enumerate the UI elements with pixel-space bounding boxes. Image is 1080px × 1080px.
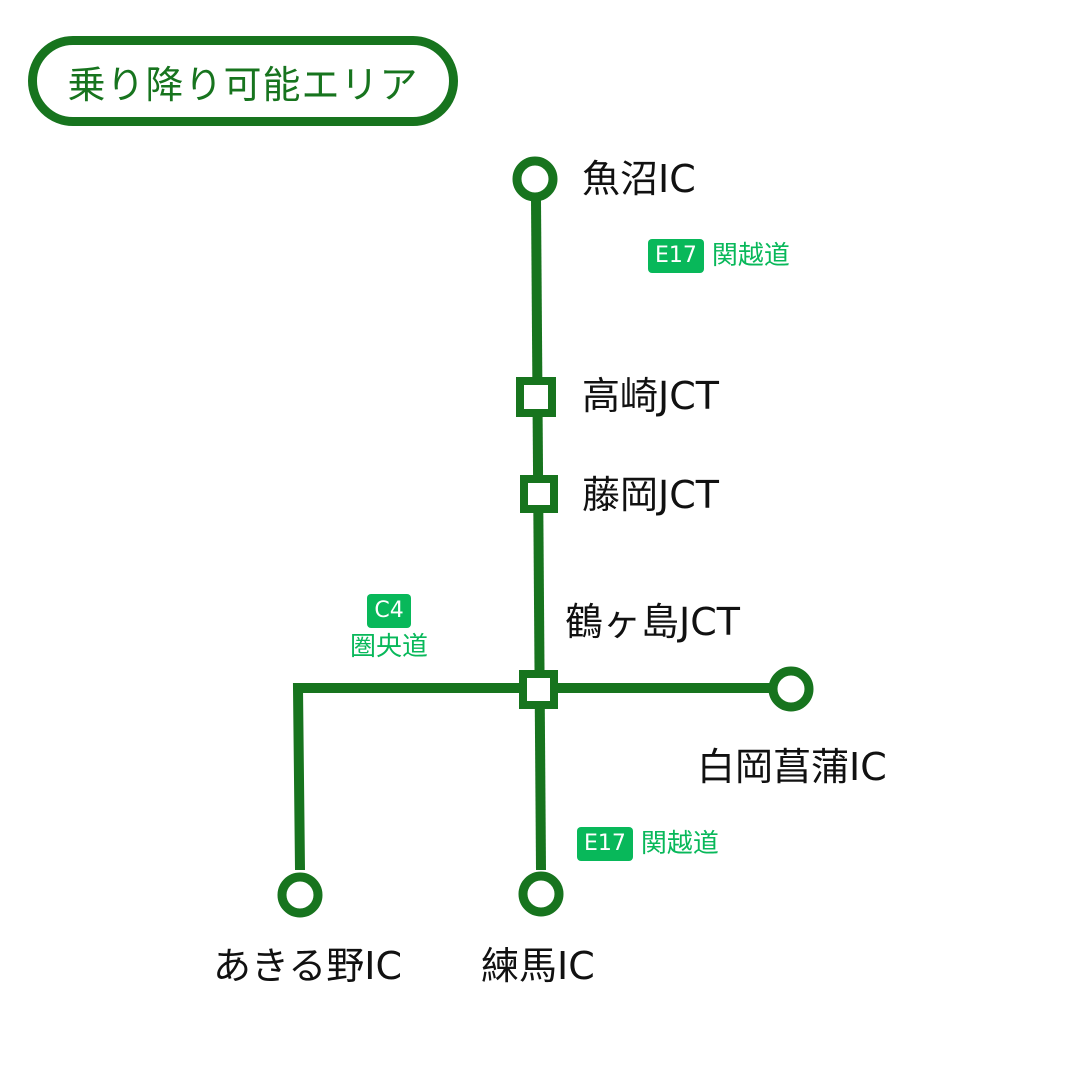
shirooka-ic-marker [768, 666, 814, 712]
fujioka-jct-marker [520, 475, 558, 513]
fujioka-jct-label: 藤岡JCT [582, 473, 719, 517]
tsurugashima-jct-marker [519, 670, 558, 709]
nerima-ic-label: 練馬IC [481, 944, 595, 988]
route-tag-kanetsu-north: E17 関越道 [648, 239, 790, 273]
shirooka-ic-label: 白岡菖蒲IC [697, 745, 887, 789]
title-pill: 乗り降り可能エリア [28, 36, 458, 126]
uonuma-ic-label: 魚沼IC [582, 157, 696, 201]
takasaki-jct-marker [516, 377, 556, 417]
route-name: 関越道 [640, 829, 719, 859]
tsurugashima-jct-label: 鶴ヶ島JCT [565, 600, 740, 644]
nerima-ic-marker [518, 871, 564, 917]
takasaki-jct-label: 高崎JCT [582, 374, 719, 418]
uonuma-ic-marker [512, 156, 558, 202]
route-code-badge: E17 [577, 827, 633, 861]
route-tag-kenodo: C4 圏央道 [350, 594, 428, 660]
route-name: 関越道 [711, 241, 790, 271]
akiruno-ic-label: あきる野IC [213, 944, 402, 988]
route-code-badge: E17 [648, 239, 704, 273]
kenodo-line [292, 683, 770, 871]
route-tag-kanetsu-south: E17 関越道 [577, 827, 719, 861]
kanetsu-line [531, 199, 546, 871]
page-title: 乗り降り可能エリア [67, 62, 419, 107]
akiruno-ic-marker [277, 872, 323, 918]
route-name: 圏央道 [350, 632, 429, 662]
route-code-badge: C4 [367, 594, 411, 628]
